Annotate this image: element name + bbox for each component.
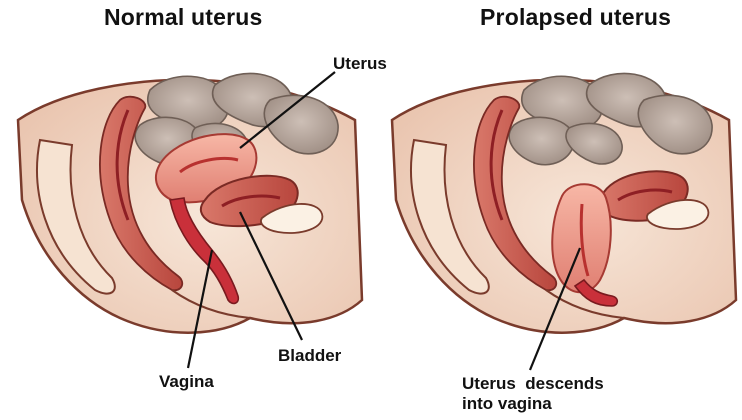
prolapsed-panel-illustration (392, 73, 736, 332)
uterus-descends-label-line2: into vagina (462, 394, 552, 414)
normal-panel-illustration (18, 73, 362, 332)
uterus-descends-label-line1: Uterus descends (462, 374, 604, 394)
uterus-label: Uterus (333, 54, 387, 74)
prolapsed-panel-title: Prolapsed uterus (480, 4, 671, 31)
bladder-label: Bladder (278, 346, 341, 366)
normal-panel-title: Normal uterus (104, 4, 263, 31)
vagina-label: Vagina (159, 372, 214, 392)
intestines (509, 73, 712, 164)
